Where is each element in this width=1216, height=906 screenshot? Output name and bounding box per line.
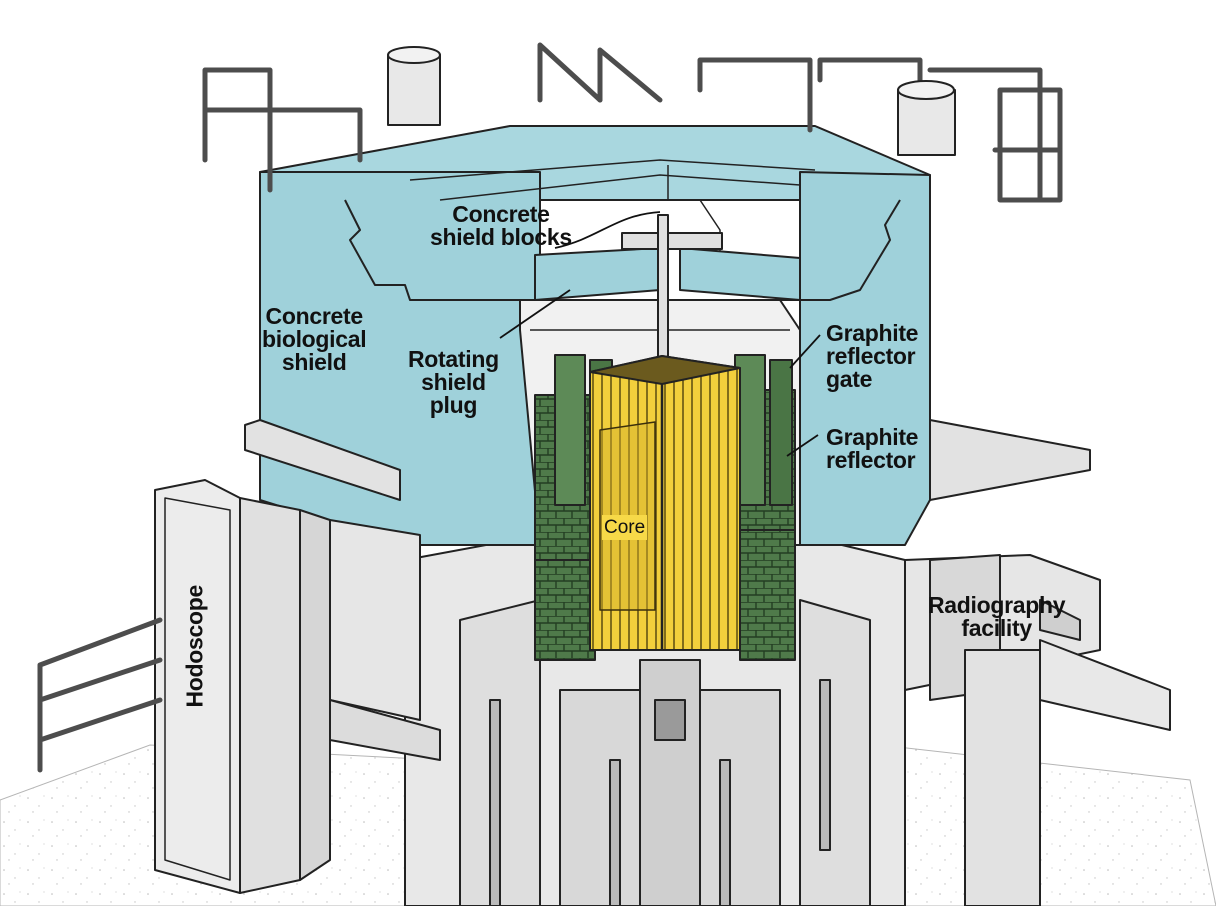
radiography-facility-label: Radiography facility xyxy=(928,592,1066,641)
radiography-facility xyxy=(904,554,1171,906)
graphite-reflector-gate-line-3: gate xyxy=(826,366,873,392)
concrete-biological-shield-line-3: shield xyxy=(281,349,347,375)
rotating-shield-plug-line-2: shield xyxy=(421,369,486,395)
concrete-shield-blocks-line-1: Concrete xyxy=(452,201,550,227)
core-label: Core xyxy=(602,515,648,540)
concrete-shield-blocks-line-2: shield blocks xyxy=(430,224,572,250)
concrete-biological-shield-line-2: biological xyxy=(262,326,367,352)
concrete-shield-blocks-label: Concrete shield blocks xyxy=(430,203,572,249)
concrete-biological-shield-label: Concrete biological shield xyxy=(262,303,367,375)
hodoscope xyxy=(154,479,441,894)
graphite-reflector-line-1: Graphite xyxy=(826,424,919,450)
radiography-facility-line-2: facility xyxy=(961,615,1032,641)
hodoscope-label: Hodoscope xyxy=(181,584,208,708)
top-railings xyxy=(202,42,1063,203)
graphite-reflector-label: Graphite reflector xyxy=(826,426,918,472)
concrete-biological-shield-line-1: Concrete xyxy=(265,303,364,329)
leader-lines xyxy=(499,211,821,457)
graphite-reflector-gate-line-1: Graphite xyxy=(826,320,919,346)
radiography-facility-line-1: Radiography xyxy=(928,592,1066,618)
rotating-shield-plug xyxy=(534,214,801,366)
top-cylinders xyxy=(387,46,956,156)
graphite-reflector-line-2: reflector xyxy=(826,447,916,473)
concrete-biological-shield xyxy=(244,125,1091,546)
side-railing xyxy=(37,617,163,773)
rotating-shield-plug-line-3: plug xyxy=(429,392,478,418)
graphite-reflector-gate-line-2: reflector xyxy=(826,343,916,369)
rotating-shield-plug-line-1: Rotating xyxy=(408,346,499,372)
graphite-reflector-gate-label: Graphite reflector gate xyxy=(826,322,918,391)
reactor-core xyxy=(589,355,741,651)
rotating-shield-plug-label: Rotating shield plug xyxy=(408,348,499,417)
